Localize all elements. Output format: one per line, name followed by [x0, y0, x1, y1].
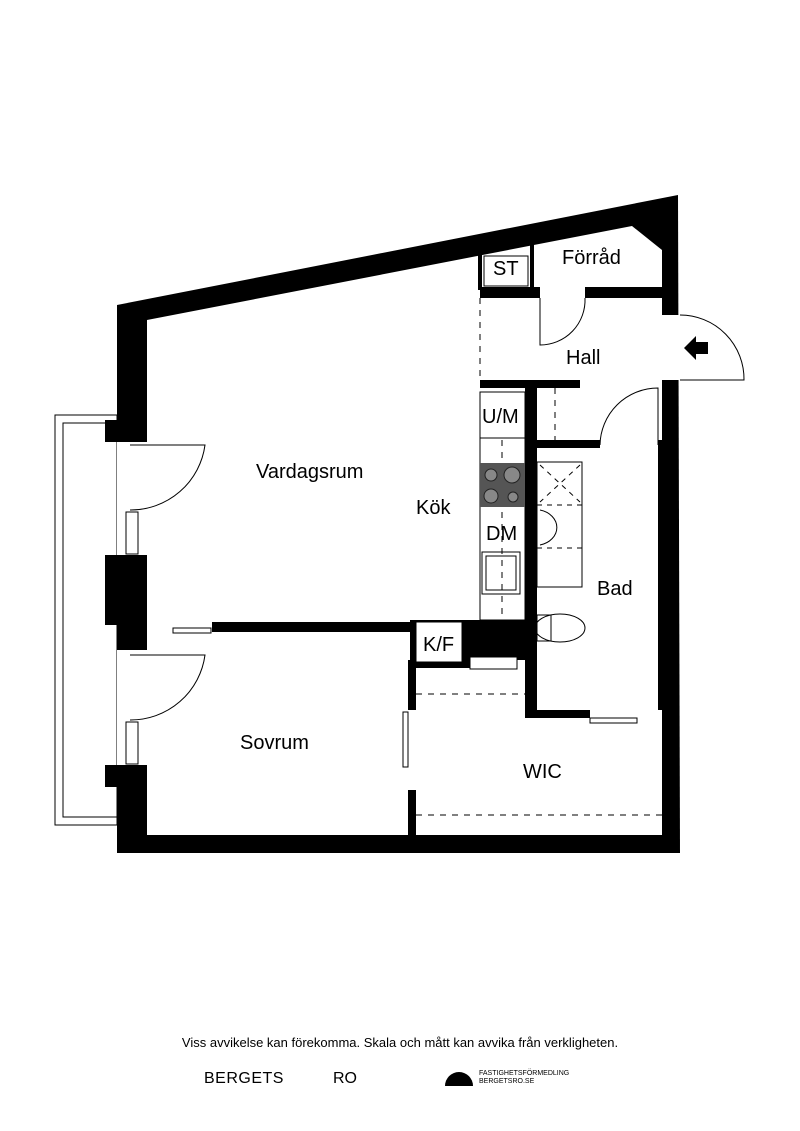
room-label-um: U/M	[482, 406, 519, 428]
dome-logo-icon	[445, 1072, 473, 1086]
room-label-kok: Kök	[416, 497, 451, 519]
logo-line-1: FASTIGHETSFÖRMEDLING	[479, 1069, 570, 1077]
room-label-bad: Bad	[597, 578, 633, 600]
logo-text-ro: RO	[333, 1070, 357, 1087]
door-swings	[129, 297, 745, 721]
stove-icon	[480, 463, 525, 507]
logo-line-2: BERGETSRO.SE	[479, 1077, 535, 1085]
room-label-hall: Hall	[566, 347, 600, 369]
room-label-sovrum: Sovrum	[240, 732, 309, 754]
brand-logo: FASTIGHETSFÖRMEDLING BERGETSRO.SE	[445, 1069, 569, 1086]
logo-text-bergets: BERGETS	[204, 1070, 284, 1087]
room-label-dm: DM	[486, 523, 517, 545]
room-label-vardagsrum: Vardagsrum	[256, 461, 363, 483]
room-label-kf: K/F	[423, 634, 454, 656]
disclaimer: Viss avvikelse kan förekomma. Skala och …	[181, 1035, 619, 1050]
room-label-wic: WIC	[523, 761, 562, 783]
room-label-forrad: Förråd	[562, 247, 621, 269]
room-label-st: ST	[493, 258, 519, 280]
entrance-arrow-icon	[684, 336, 708, 360]
